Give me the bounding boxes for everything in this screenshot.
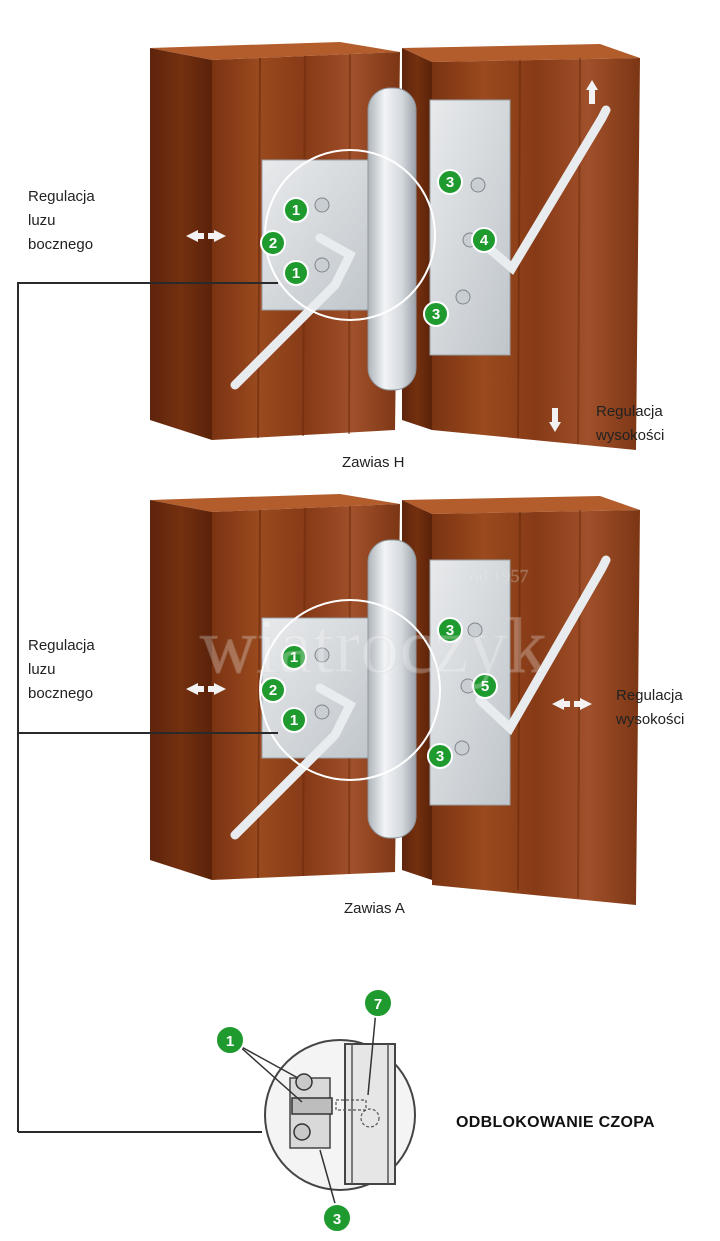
svg-text:7: 7 [374, 996, 382, 1013]
svg-text:3: 3 [432, 306, 440, 323]
svg-text:wiatroczyk: wiatroczyk [200, 602, 547, 689]
detail-title: ODBLOKOWANIE CZOPA [456, 1114, 655, 1131]
badge-1-bottom: 1 [281, 707, 307, 733]
side-adjust-arrows-icon [186, 230, 226, 242]
badge-4: 4 [471, 227, 497, 253]
watermark: wiatroczyk od 1957 [200, 566, 548, 690]
badge-1-top: 1 [281, 644, 307, 670]
allen-key-right [480, 105, 611, 275]
detail-unlock-pin: 1 7 3 [215, 988, 416, 1233]
allen-key-right [475, 555, 611, 736]
badge-7: 7 [363, 988, 393, 1018]
side-play-label-2: Regulacja luzu bocznego [28, 637, 95, 702]
svg-text:3: 3 [436, 748, 444, 765]
right-post-top [402, 496, 640, 514]
height-adjust-label-1: Regulacja wysokości [596, 403, 665, 444]
svg-text:3: 3 [446, 622, 454, 639]
svg-text:1: 1 [290, 649, 298, 666]
svg-text:3: 3 [446, 174, 454, 191]
left-post-front [150, 48, 212, 440]
hinge-pin [367, 539, 417, 839]
badge-2: 2 [260, 677, 286, 703]
svg-text:1: 1 [290, 712, 298, 729]
height-adjust-label-2: Regulacja wysokości [616, 687, 685, 728]
caption-zawias-h: Zawias H [342, 454, 405, 471]
svg-text:1: 1 [292, 265, 300, 282]
allen-key-left [230, 233, 356, 390]
left-post-top [150, 494, 400, 512]
svg-text:4: 4 [480, 232, 489, 249]
badge-1-top: 1 [283, 197, 309, 223]
badge-5: 5 [472, 673, 498, 699]
svg-text:5: 5 [481, 678, 489, 695]
badge-2: 2 [260, 230, 286, 256]
panel-zawias-a: 1 2 1 3 5 3 [150, 494, 640, 905]
allen-key-left [230, 683, 356, 840]
svg-text:1: 1 [226, 1033, 234, 1050]
panel-zawias-h: 1 2 1 3 4 3 [150, 42, 640, 450]
right-side-arrows-icon [552, 698, 592, 710]
svg-text:2: 2 [269, 682, 277, 699]
badge-3-top: 3 [437, 617, 463, 643]
left-post-front [150, 500, 212, 880]
right-post-top [402, 44, 640, 62]
height-adjust-arrow-down-icon [549, 408, 561, 432]
svg-text:3: 3 [333, 1211, 341, 1228]
connector-lines [17, 282, 278, 1133]
badge-1-bottom: 1 [283, 260, 309, 286]
badge-3-top: 3 [437, 169, 463, 195]
badge-1: 1 [215, 1025, 245, 1055]
svg-text:od 1957: od 1957 [470, 566, 529, 586]
badge-3-bottom: 3 [423, 301, 449, 327]
hinge-pin [367, 87, 417, 391]
height-adjust-arrow-up-icon [586, 80, 598, 104]
svg-text:1: 1 [292, 202, 300, 219]
badge-3-bottom: 3 [427, 743, 453, 769]
side-play-label-1: Regulacja luzu bocznego [28, 188, 95, 253]
left-post-top [150, 42, 400, 60]
side-adjust-arrows-icon [186, 683, 226, 695]
badge-3: 3 [322, 1203, 352, 1233]
caption-zawias-a: Zawias A [344, 900, 405, 917]
svg-text:2: 2 [269, 235, 277, 252]
